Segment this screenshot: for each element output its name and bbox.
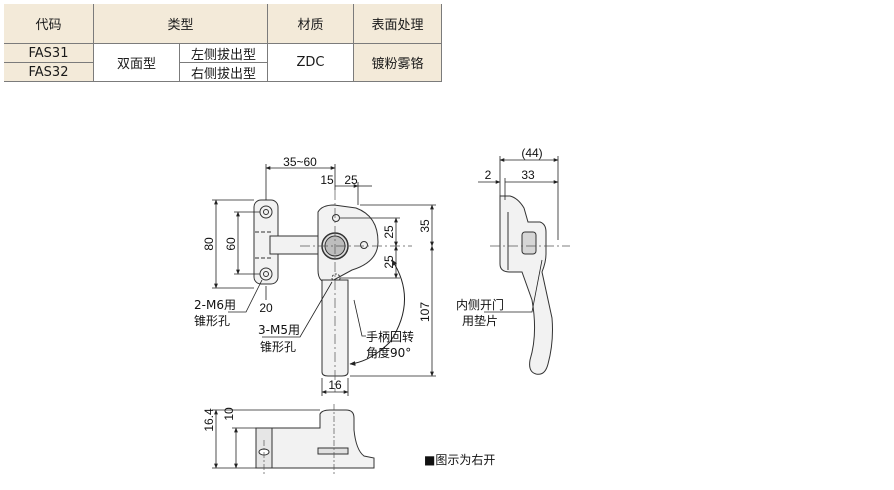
note-rotation-line1: 手柄回转 xyxy=(366,329,414,344)
front-view xyxy=(253,190,412,392)
type-group-cell: 双面型 xyxy=(94,44,180,82)
row-code: FAS31 xyxy=(4,44,94,63)
side-dimension-lines xyxy=(478,156,559,313)
dim-2: 2 xyxy=(485,168,492,182)
dim-16-4: 16.4 xyxy=(202,408,216,432)
dim-44: (44) xyxy=(521,146,542,160)
row-code: FAS32 xyxy=(4,63,94,82)
spec-table: 代码 类型 材质 表面处理 FAS31 FAS32 双面型 左侧拔出型 右侧拔出… xyxy=(4,4,442,82)
material-cell: ZDC xyxy=(268,44,354,82)
dim-35-60: 35~60 xyxy=(283,155,317,169)
dim-15: 15 xyxy=(320,173,334,187)
dim-25: 25 xyxy=(344,173,358,187)
rotation-arc xyxy=(349,259,405,366)
bottom-body xyxy=(255,409,375,469)
note-pad-line2: 用垫片 xyxy=(462,313,498,328)
dim-60: 60 xyxy=(224,237,238,251)
dim-107: 107 xyxy=(418,302,432,322)
note-m5-line1: 3-M5用 xyxy=(258,323,300,337)
dim-25-lower: 25 xyxy=(382,255,396,269)
dim-33: 33 xyxy=(521,168,535,182)
note-m6-line1: 2-M6用 xyxy=(194,298,236,312)
dim-35: 35 xyxy=(418,219,432,233)
dimension-lines xyxy=(212,164,436,396)
leader-lines xyxy=(228,279,366,338)
finish-cell: 镀粉雾铬 xyxy=(354,44,442,82)
note-m6-line2: 锥形孔 xyxy=(194,314,230,328)
handle xyxy=(321,279,349,377)
dim-10: 10 xyxy=(222,407,236,421)
note-rotation-line2: 角度90° xyxy=(366,345,411,360)
note-pad-line1: 内侧开门 xyxy=(456,297,504,312)
header-code: 代码 xyxy=(4,4,94,44)
note-m5-line2: 锥形孔 xyxy=(260,340,296,354)
bottom-dimension-lines xyxy=(212,409,320,469)
dim-20: 20 xyxy=(259,301,273,315)
header-finish: 表面处理 xyxy=(354,4,442,44)
legend-right-open: ■图示为右开 xyxy=(424,452,495,467)
dim-25-upper: 25 xyxy=(382,225,396,239)
header-material: 材质 xyxy=(268,4,354,44)
dim-16: 16 xyxy=(328,378,342,392)
bottom-view xyxy=(255,404,375,476)
type-cell: 右侧拔出型 xyxy=(180,63,268,82)
header-type: 类型 xyxy=(94,4,268,44)
type-cell: 左侧拔出型 xyxy=(180,44,268,63)
dim-80: 80 xyxy=(202,237,216,251)
